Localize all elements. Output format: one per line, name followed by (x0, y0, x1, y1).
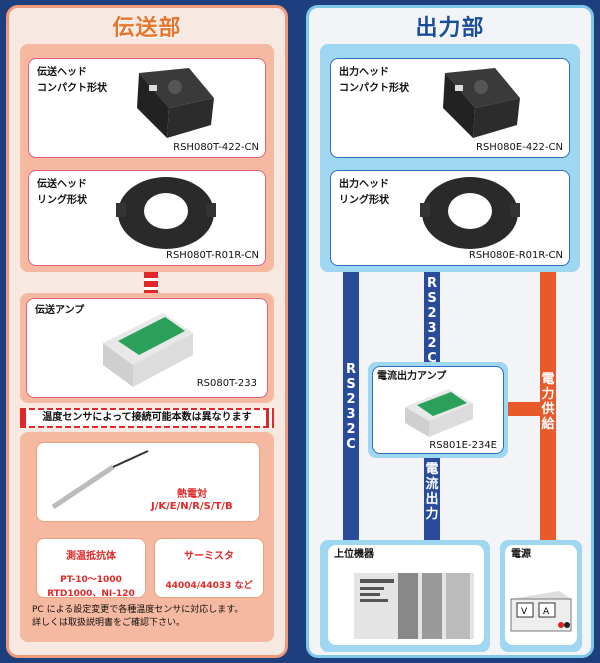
rs232c-bus-left (343, 272, 359, 540)
host-device-image (354, 573, 474, 639)
card-model-code: RSH080E-422-CN (476, 142, 563, 153)
card-label-line2: コンパクト形状 (37, 83, 107, 94)
card-label-line1: 出力ヘッド (339, 179, 389, 190)
note-line1: PC による設定変更で各種温度センサに対応します。 (32, 605, 244, 615)
amp-device-image (103, 313, 193, 387)
thermistor-card: サーミスタ 44004/44033 など (154, 538, 264, 598)
transmitter-head-ring-card: 伝送ヘッド リング形状 RSH080T-R01R-CN (28, 170, 266, 266)
card-label-line2: リング形状 (339, 195, 389, 206)
thermocouple-image (51, 450, 149, 510)
card-model-code: RS080T-233 (196, 378, 257, 389)
host-label: 上位機器 (334, 549, 374, 560)
power-supply-bus (540, 272, 556, 540)
output-head-ring-card: 出力ヘッド リング形状 RSH080E-R01R-CN (330, 170, 570, 266)
sensor-banner-text: 温度センサによって接続可能本数は異なります (42, 412, 252, 423)
thermocouple-title: 熱電対 (177, 489, 207, 500)
thermistor-models: 44004/44033 など (165, 581, 253, 591)
svg-text:A: A (543, 607, 550, 617)
receiver-title: 出力部 (415, 16, 485, 41)
card-label-line1: 出力ヘッド (339, 67, 389, 78)
power-card: 電源 V A (505, 545, 577, 645)
transmitter-head-compact-card: 伝送ヘッド コンパクト形状 RSH080T-422-CN (28, 58, 266, 158)
card-model-code: RS801E-234E (429, 440, 497, 451)
power-supply-label: 電力供給 (541, 372, 555, 432)
sensor-banner: 温度センサによって接続可能本数は異なります (28, 410, 266, 426)
output-amp-card: 電流出力アンプ RS801E-234E (372, 366, 504, 454)
card-label-line1: 伝送ヘッド (37, 179, 87, 190)
compact-head-image (443, 68, 520, 138)
transmitter-amp-card: 伝送アンプ RS080T-233 (26, 298, 268, 398)
card-label-line1: 伝送ヘッド (37, 67, 87, 78)
current-output-label: 電流出力 (425, 462, 439, 522)
thermocouple-types: J/K/E/N/R/S/T/B (151, 501, 233, 512)
power-supply-image: V A (510, 591, 572, 632)
rs232c-bus-mid-label: RS232C (426, 276, 437, 366)
card-model-code: RSH080T-422-CN (173, 142, 259, 153)
sensor-note: PC による設定変更で各種温度センサに対応します。 詳しくは取扱説明書をご確認下… (32, 604, 272, 630)
output-head-compact-card: 出力ヘッド コンパクト形状 RSH080E-422-CN (330, 58, 570, 158)
compact-head-image (137, 68, 214, 138)
card-label: 電流出力アンプ (377, 371, 447, 382)
note-line2: 詳しくは取扱説明書をご確認下さい。 (32, 618, 186, 628)
transmitter-title: 伝送部 (112, 16, 182, 41)
card-label-line2: コンパクト形状 (339, 83, 409, 94)
rs232c-bus-mid (424, 272, 440, 364)
thermocouple-card: 熱電対 J/K/E/N/R/S/T/B (36, 442, 260, 522)
power-supply-branch (506, 402, 542, 416)
ring-head-image (420, 177, 520, 249)
svg-text:V: V (521, 607, 528, 617)
ring-head-image (116, 177, 216, 249)
card-model-code: RSH080T-R01R-CN (166, 250, 259, 261)
host-card: 上位機器 (328, 545, 484, 645)
output-amp-image (405, 389, 473, 437)
connector-stripe (144, 272, 158, 294)
card-label: 伝送アンプ (35, 305, 85, 316)
current-output-bus (424, 458, 440, 540)
card-label-line2: リング形状 (37, 195, 87, 206)
rtd-line1: PT-10～1000 (60, 575, 122, 585)
thermistor-title: サーミスタ (184, 551, 234, 562)
rs232c-bus-left-label: RS232C (345, 362, 356, 452)
rtd-card: 測温抵抗体 PT-10～1000 RTD1000、NI-120 (36, 538, 146, 599)
rtd-line2: RTD1000、NI-120 (47, 589, 135, 599)
power-label: 電源 (511, 549, 531, 560)
card-model-code: RSH080E-R01R-CN (468, 250, 563, 261)
rtd-title: 測温抵抗体 (66, 551, 116, 562)
